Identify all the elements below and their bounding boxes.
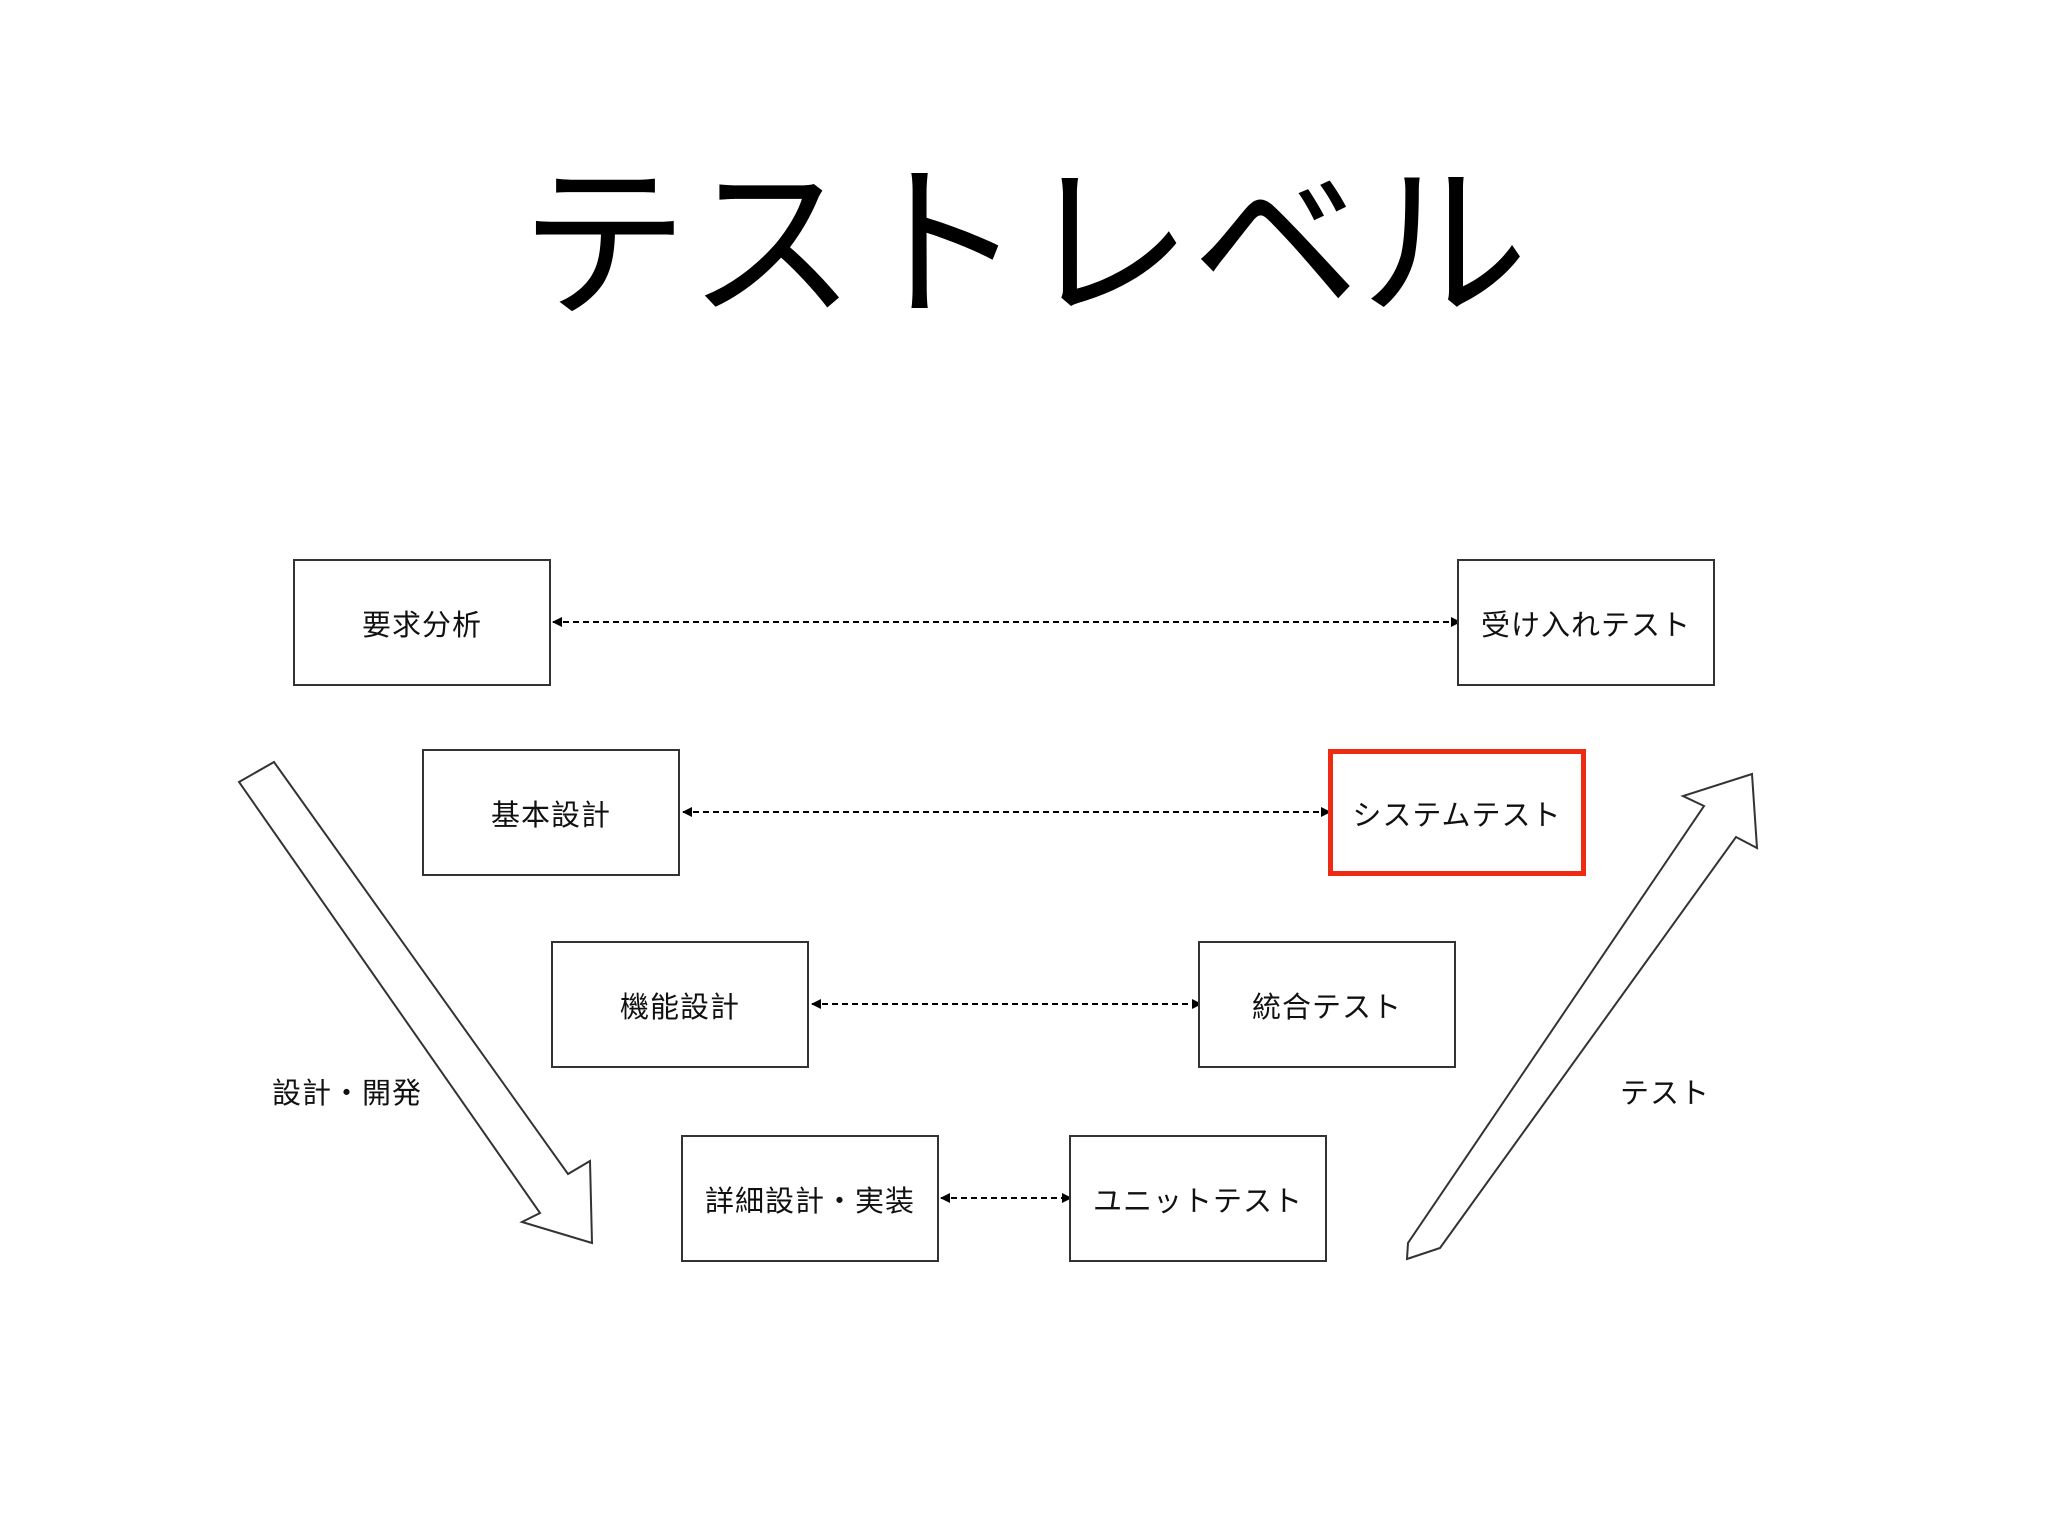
box-detailed-design-implementation: 詳細設計・実装 — [681, 1135, 939, 1262]
box-requirements-analysis: 要求分析 — [293, 559, 551, 686]
box-acceptance-test: 受け入れテスト — [1457, 559, 1715, 686]
box-basic-design: 基本設計 — [422, 749, 680, 876]
box-unit-test: ユニットテスト — [1069, 1135, 1327, 1262]
test-flow-arrow — [1405, 772, 1759, 1261]
box-integration-test: 統合テスト — [1198, 941, 1456, 1068]
slide-title: テストレベル — [520, 147, 1528, 343]
box-system-test: システムテスト — [1328, 749, 1586, 876]
design-development-label: 設計・開発 — [272, 1076, 423, 1110]
box-functional-design: 機能設計 — [551, 941, 809, 1068]
test-label: テスト — [1620, 1076, 1711, 1110]
design-flow-arrow — [237, 760, 594, 1245]
